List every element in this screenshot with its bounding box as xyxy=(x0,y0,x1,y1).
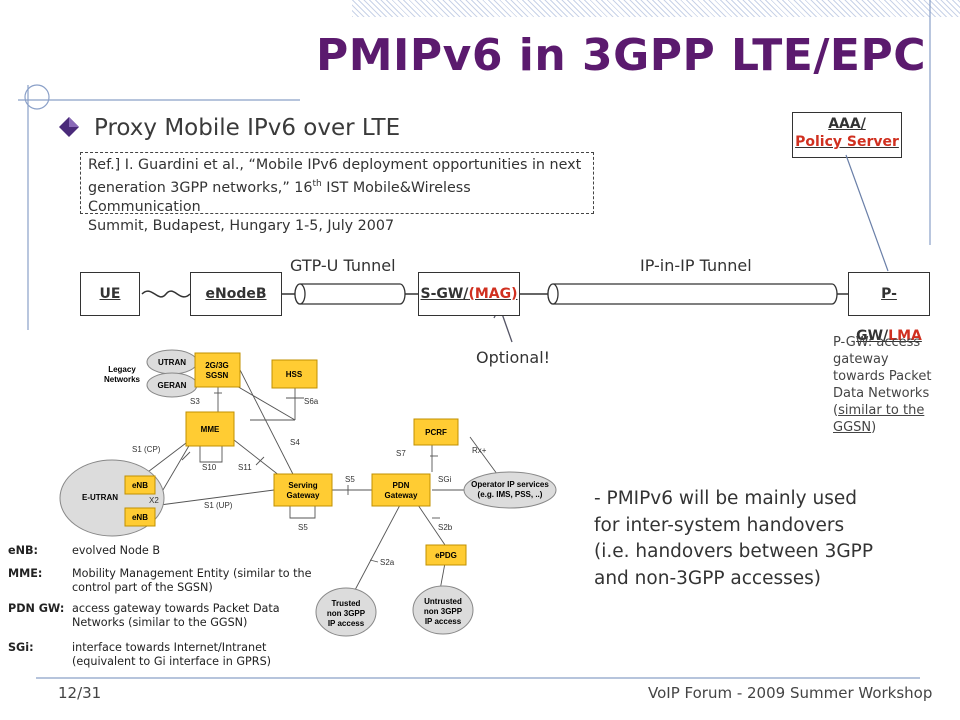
serving-gw-label-1: Serving xyxy=(288,481,317,490)
pgw-note: P-GW: access gateway towards Packet Data… xyxy=(833,335,932,435)
untrusted-label-2: non 3GPP xyxy=(424,607,463,616)
if-s6a: S6a xyxy=(304,397,319,406)
if-s5-1: S5 xyxy=(345,475,355,484)
reference-box: Ref.] I. Guardini et al., “Mobile IPv6 d… xyxy=(80,152,594,234)
if-s7: S7 xyxy=(396,449,406,458)
if-s1cp: S1 (CP) xyxy=(132,445,161,454)
if-s3: S3 xyxy=(190,397,200,406)
aaa-policy-server-box: AAA/ Policy Server xyxy=(792,112,902,158)
legend-key-sgi: SGi: xyxy=(8,641,34,654)
trusted-label-1: Trusted xyxy=(332,599,361,608)
pdn-gw-label-1: PDN xyxy=(393,481,410,490)
if-sgi: SGi xyxy=(438,475,452,484)
header-hatch-band xyxy=(352,0,960,17)
legend-key-enb: eNB: xyxy=(8,544,38,557)
if-s11: S11 xyxy=(238,463,252,472)
handover-note: - PMIPv6 will be mainly used for inter-s… xyxy=(594,488,873,589)
reference-line-2: generation 3GPP networks,” 16th IST Mobi… xyxy=(88,179,471,215)
if-x2: X2 xyxy=(149,496,159,505)
ip-in-ip-tunnel-label: IP-in-IP Tunnel xyxy=(640,256,752,275)
reference-line-3: Summit, Budapest, Hungary 1-5, July 2007 xyxy=(88,217,395,234)
sgsn-label-1: 2G/3G xyxy=(205,361,229,370)
epdg-label: ePDG xyxy=(435,551,457,560)
enodeb-node: eNodeB xyxy=(190,272,282,316)
legend-key-mme: MME: xyxy=(8,567,43,580)
untrusted-label-1: Untrusted xyxy=(424,597,462,606)
sgw-mag-node: S-GW/(MAG) xyxy=(418,272,520,316)
policy-server-label: Policy Server xyxy=(795,134,899,150)
networks-label: Networks xyxy=(104,375,141,384)
if-s5-2: S5 xyxy=(298,523,308,532)
serving-gw-label-2: Gateway xyxy=(287,491,320,500)
diamond-bullet-icon xyxy=(59,117,79,137)
ue-node: UE xyxy=(80,272,140,316)
sgsn-label-2: SGSN xyxy=(206,371,229,380)
enb-label-1: eNB xyxy=(132,481,148,490)
gtp-tunnel-label: GTP-U Tunnel xyxy=(290,256,396,275)
page-number: 12/31 xyxy=(58,684,102,702)
eutran-label: E-UTRAN xyxy=(82,493,118,502)
operator-ip-label-1: Operator IP services xyxy=(471,480,549,489)
if-s1up: S1 (UP) xyxy=(204,501,233,510)
enb-label-2: eNB xyxy=(132,513,148,522)
legend-value-mme: Mobility Management Entity (similar to t… xyxy=(72,567,312,594)
if-rx: Rx+ xyxy=(472,446,487,455)
legend-value-enb: evolved Node B xyxy=(72,544,161,557)
if-s10: S10 xyxy=(202,463,217,472)
footer-event: VoIP Forum - 2009 Summer Workshop xyxy=(648,684,933,702)
epc-architecture-figure: UTRAN GERAN Legacy Networks E-UTRAN 2G/3… xyxy=(59,349,557,637)
legend-value-pdngw: access gateway towards Packet Data Netwo… xyxy=(72,602,280,629)
bullet-heading: Proxy Mobile IPv6 over LTE xyxy=(94,115,401,141)
mme-label: MME xyxy=(201,425,220,434)
trusted-label-2: non 3GPP xyxy=(327,609,366,618)
pcrf-label: PCRF xyxy=(425,428,447,437)
pgw-lma-node: P-GW/LMA xyxy=(848,272,930,344)
reference-line-1: Ref.] I. Guardini et al., “Mobile IPv6 d… xyxy=(88,157,582,173)
if-s4: S4 xyxy=(290,438,300,447)
hss-label: HSS xyxy=(286,370,303,379)
trusted-label-3: IP access xyxy=(328,619,365,628)
if-s2a: S2a xyxy=(380,558,395,567)
aaa-label: AAA/ xyxy=(828,116,866,132)
page-title: PMIPv6 in 3GPP LTE/EPC xyxy=(316,30,927,81)
utran-label: UTRAN xyxy=(158,358,186,367)
geran-label: GERAN xyxy=(158,381,187,390)
legend-key-pdngw: PDN GW: xyxy=(8,602,65,615)
legend-value-sgi: interface towards Internet/Intranet (equ… xyxy=(72,641,272,668)
optional-label: Optional! xyxy=(476,348,551,367)
untrusted-label-3: IP access xyxy=(425,617,462,626)
pdn-gw-label-2: Gateway xyxy=(385,491,418,500)
if-s2b: S2b xyxy=(438,523,453,532)
legacy-label: Legacy xyxy=(108,365,136,374)
operator-ip-label-2: (e.g. IMS, PSS, ..) xyxy=(478,490,543,499)
abbreviation-legend: eNB: evolved Node B MME: Mobility Manage… xyxy=(8,544,328,674)
